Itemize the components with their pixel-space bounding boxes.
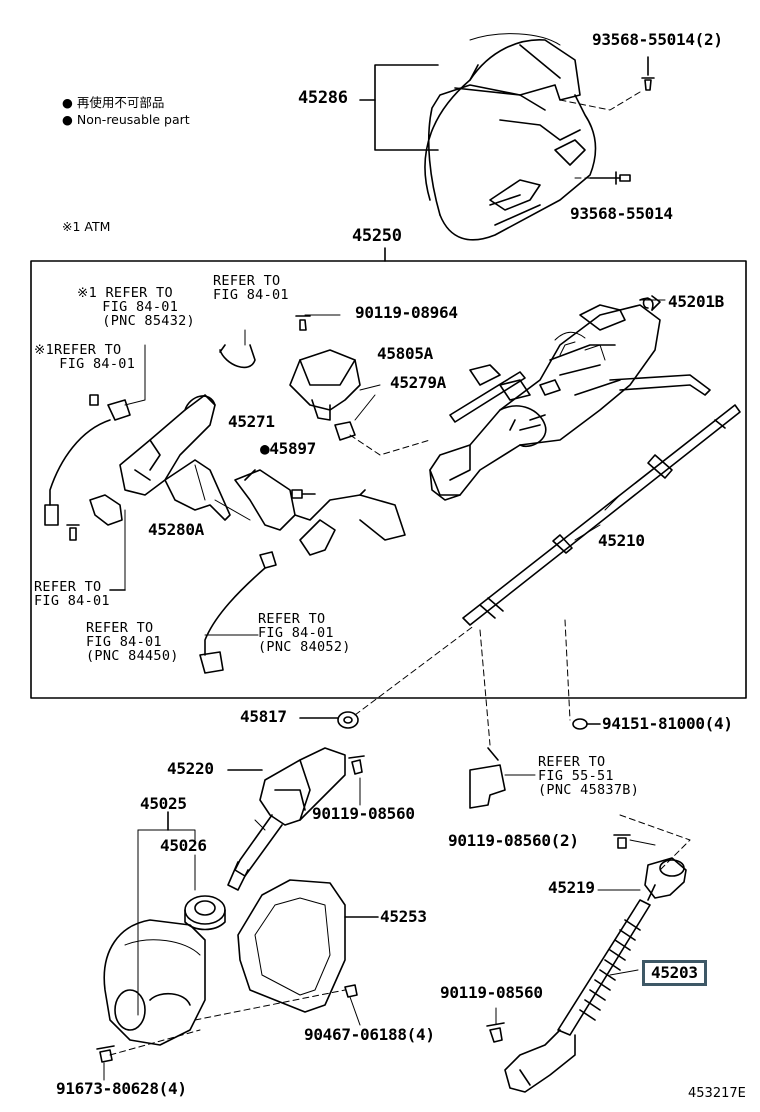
legend-jp: ● 再使用不可部品: [62, 95, 165, 110]
cover-screws: [589, 56, 655, 185]
sensor-lower: [199, 551, 277, 674]
part-45805A: [289, 349, 361, 421]
reference-note-fig-55-51[interactable]: REFER TO FIG 55-51 (PNC 45837B): [538, 754, 640, 798]
bracket-45271: [234, 469, 406, 556]
part-label-93568-55014: 93568-55014: [570, 204, 673, 223]
assembly-frame: [30, 260, 747, 699]
sensor-left: [44, 394, 131, 526]
reference-note-fig-84-01-a[interactable]: ※1REFER TO FIG 84-01: [34, 342, 136, 372]
connector-part: [89, 494, 123, 526]
reference-note-fig-84-01-b[interactable]: REFER TO FIG 84-01: [213, 273, 289, 303]
part-label-45279A: 45279A: [390, 373, 446, 392]
bolt-90119-08560: [348, 755, 365, 775]
main-shaft: [462, 404, 741, 626]
reference-note-fig-84-01-c[interactable]: REFER TO FIG 84-01: [34, 579, 110, 609]
part-label-45271: 45271: [228, 412, 275, 431]
boot-45025: [103, 919, 206, 1046]
part-label-45210: 45210: [598, 531, 645, 550]
part-label-45220: 45220: [167, 759, 214, 778]
part-label-45897: ●45897: [260, 439, 316, 458]
part-label-45250: 45250: [352, 226, 402, 246]
bolt-90119-08964: [295, 315, 311, 331]
part-label-93568-55014-2: 93568-55014(2): [592, 30, 723, 49]
legend-note-atm: ※1 ATM: [62, 219, 111, 234]
plate-45253: [237, 879, 379, 1013]
part-45279A: [334, 421, 356, 441]
ignition-switch-assembly: [119, 394, 231, 521]
part-label-90119-08964: 90119-08964: [355, 303, 458, 322]
figure-id: 453217E: [688, 1086, 746, 1101]
part-label-45203-highlighted[interactable]: 45203: [642, 960, 707, 986]
reference-note-pnc-85432[interactable]: ※1 REFER TO FIG 84-01 (PNC 85432): [77, 285, 195, 329]
part-label-91673-80628-4: 91673-80628(4): [56, 1079, 187, 1098]
bolt-45897: [291, 489, 316, 499]
bolt-90119-08560-b: [486, 1022, 505, 1043]
part-label-45025: 45025: [140, 794, 187, 813]
part-label-45201B: 45201B: [668, 292, 724, 311]
part-label-90467-06188-4: 90467-06188(4): [304, 1025, 435, 1044]
part-label-90119-08560-a: 90119-08560: [312, 804, 415, 823]
part-label-45253: 45253: [380, 907, 427, 926]
part-label-45026: 45026: [160, 836, 207, 855]
reference-note-pnc-84052[interactable]: REFER TO FIG 84-01 (PNC 84052): [258, 611, 351, 655]
part-label-45280A: 45280A: [148, 520, 204, 539]
intermediate-shaft-45220: [227, 747, 346, 891]
bracket-55-51: [469, 747, 506, 809]
part-label-45219: 45219: [548, 878, 595, 897]
joint-45219: [644, 857, 687, 899]
part-label-45286: 45286: [298, 88, 348, 108]
bolt-91673: [96, 1045, 115, 1063]
part-label-90119-08560-2: 90119-08560(2): [448, 831, 579, 850]
grommet-45026: [184, 895, 226, 931]
part-label-45817: 45817: [240, 707, 287, 726]
legend-en: ● Non-reusable part: [62, 112, 190, 127]
upper-column-cover: [424, 33, 597, 241]
column-assembly: [429, 297, 711, 501]
bolt-90119-08560-2: [613, 834, 631, 849]
clip-left: [219, 344, 256, 369]
clip-90467: [344, 984, 358, 998]
small-screw: [66, 524, 80, 541]
shaft-45203: [504, 884, 656, 1093]
part-label-45805A: 45805A: [377, 344, 433, 363]
nut-94151: [572, 718, 588, 730]
part-label-94151-81000-4: 94151-81000(4): [602, 714, 733, 733]
part-label-90119-08560-b: 90119-08560: [440, 983, 543, 1002]
grommet-45817: [299, 711, 359, 729]
reference-note-pnc-84450[interactable]: REFER TO FIG 84-01 (PNC 84450): [86, 620, 179, 664]
